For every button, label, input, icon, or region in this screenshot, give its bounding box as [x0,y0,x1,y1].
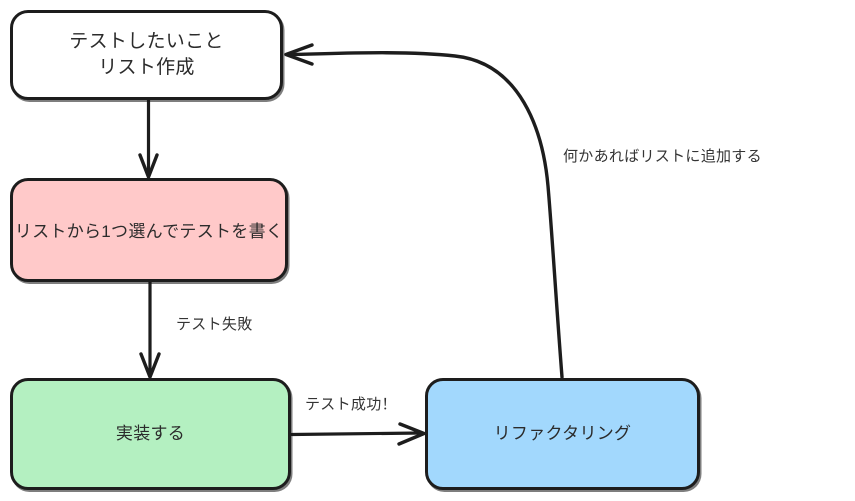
node-refactor-label: リファクタリング [493,423,632,443]
edge-impl-to-refactor [290,422,426,446]
edge-refactor-to-list [284,43,564,379]
node-implement[interactable]: 実装する [10,378,291,490]
edge-list-to-write [138,98,159,179]
edge-label-test-passed: テスト成功！ [305,396,397,413]
node-test-list[interactable]: テストしたいこと リスト作成 [10,10,283,100]
edge-write-to-impl [139,280,161,379]
node-implement-label: 実装する [115,423,186,443]
edge-label-add-to-list: 何かあればリストに追加する [563,148,762,165]
node-refactor[interactable]: リファクタリング [425,378,700,490]
node-test-list-label: テストしたいこと リスト作成 [69,31,224,78]
node-write-test-label: リストから1つ選んでテストを書く [14,222,284,241]
edge-label-test-failed: テスト失敗 [176,316,253,333]
node-write-test[interactable]: リストから1つ選んでテストを書く [10,178,288,282]
